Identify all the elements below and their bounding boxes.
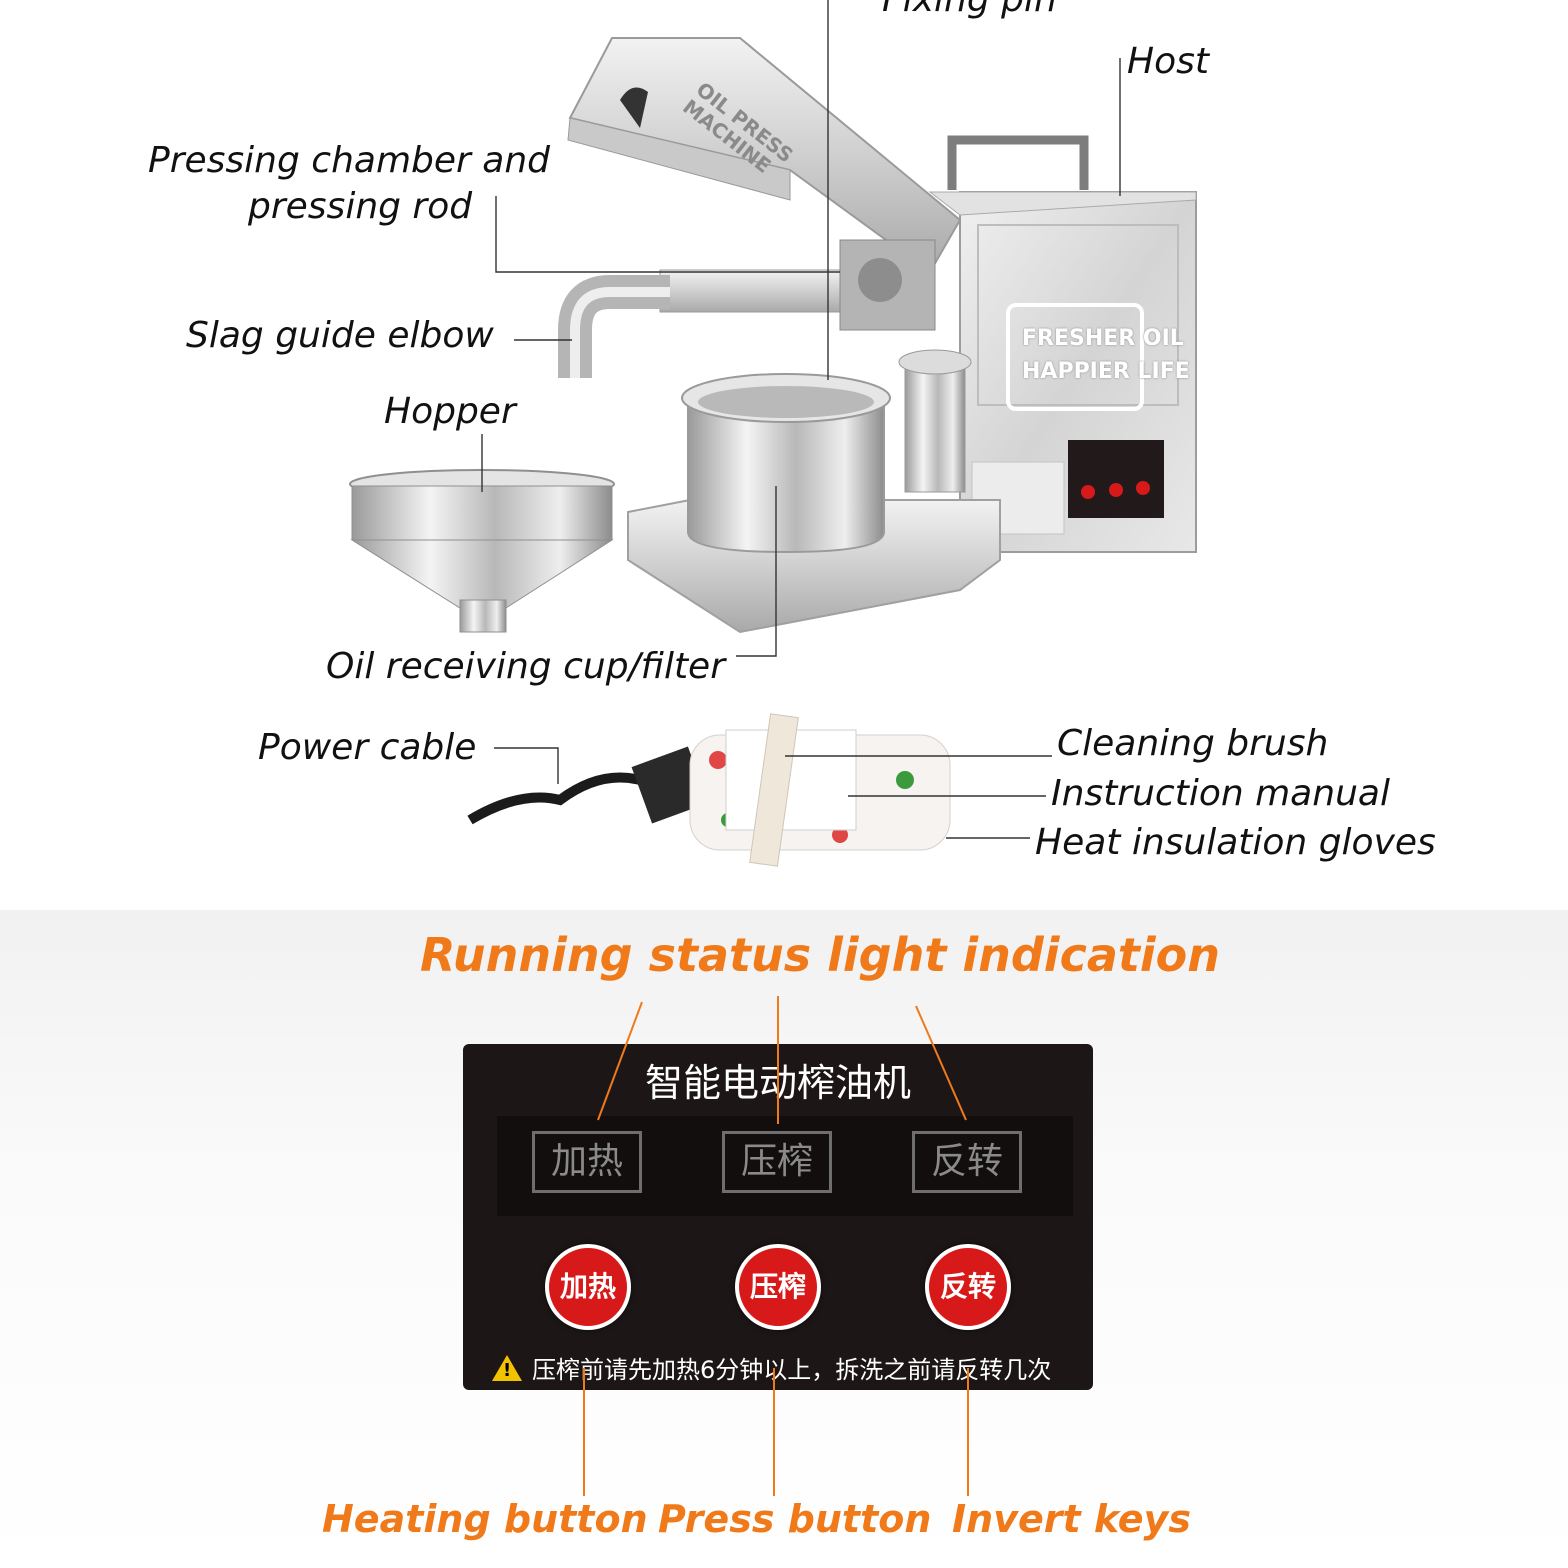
panel-title: 智能电动榨油机	[644, 1061, 911, 1105]
invert-button[interactable]: 反转	[925, 1244, 1011, 1330]
label-pressing-chamber-line1: Pressing chamber and	[148, 140, 550, 181]
label-hopper: Hopper	[384, 391, 516, 432]
label-oil-cup: Oil receiving cup/filter	[326, 646, 726, 687]
label-press-button: Press button	[658, 1497, 932, 1541]
label-heating-button: Heating button	[322, 1497, 648, 1541]
label-host: Host	[1127, 41, 1209, 82]
slogan: FRESHER OIL HAPPIER LIFE	[1022, 322, 1190, 388]
indicator-invert: 反转	[912, 1131, 1022, 1193]
warning-icon: !	[492, 1354, 522, 1381]
label-invert-keys: Invert keys	[952, 1497, 1191, 1541]
label-pressing-chamber-line2: pressing rod	[248, 186, 473, 227]
indicator-heating: 加热	[532, 1131, 642, 1193]
indicator-press: 压榨	[722, 1131, 832, 1193]
press-button[interactable]: 压榨	[735, 1244, 821, 1330]
warning-icon-symbol: !	[503, 1359, 512, 1381]
warning-notice: ! 压榨前请先加热6分钟以上，拆洗之前请反转几次	[492, 1350, 1051, 1385]
heating-button[interactable]: 加热	[545, 1244, 631, 1330]
status-section-title: Running status light indication	[420, 928, 1220, 982]
slogan-line2: HAPPIER LIFE	[1022, 359, 1190, 384]
slogan-line1: FRESHER OIL	[1022, 326, 1184, 351]
label-power-cable: Power cable	[258, 727, 477, 768]
label-instruction-manual: Instruction manual	[1051, 773, 1390, 814]
label-slag-guide-elbow: Slag guide elbow	[186, 315, 494, 356]
label-fixing-pin: Fixing pin	[882, 0, 1057, 21]
label-gloves: Heat insulation gloves	[1035, 822, 1436, 863]
label-cleaning-brush: Cleaning brush	[1057, 723, 1329, 764]
warning-text: 压榨前请先加热6分钟以上，拆洗之前请反转几次	[532, 1356, 1052, 1384]
